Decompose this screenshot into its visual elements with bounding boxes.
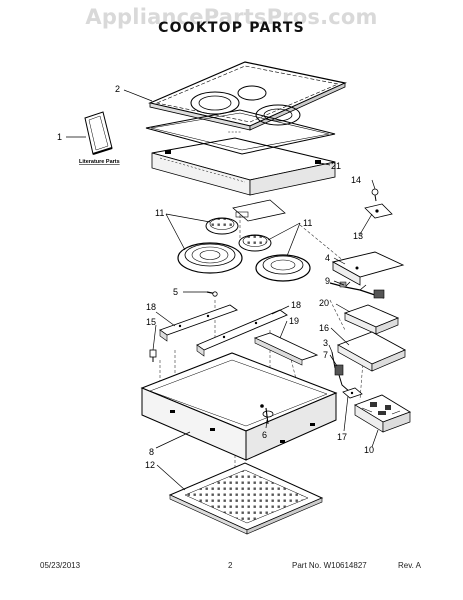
watermark: AppliancePartsPros.com	[85, 5, 378, 29]
callout-6: 6	[262, 430, 267, 440]
electronic-control-board	[353, 394, 412, 433]
screw	[371, 188, 379, 202]
callout-leaders	[66, 89, 379, 491]
terminal-block	[331, 351, 351, 393]
literature-parts-label: Literature Parts	[79, 159, 120, 165]
callout-20: 20	[319, 298, 329, 308]
callout-13: 13	[353, 231, 363, 241]
callout-9: 9	[325, 276, 330, 286]
footer-part-number: Part No. W10614827	[292, 561, 367, 570]
burner-box	[140, 352, 338, 461]
callout-16: 16	[319, 323, 329, 333]
svg-text:= = = =: = = = =	[228, 129, 241, 134]
callout-numbers: 1 2 21 14 13 11 11 4 9 5 20 18 18 15 19 …	[57, 84, 374, 470]
footer-page-number: 2	[228, 561, 233, 570]
callout-21: 21	[331, 161, 341, 171]
callout-17: 17	[337, 432, 347, 442]
radiant-burners	[177, 217, 311, 282]
burner-support-bracket	[232, 199, 286, 222]
terminal-bracket	[342, 387, 363, 399]
callout-12: 12	[145, 460, 155, 470]
callout-5: 5	[173, 287, 178, 297]
fastener-screw	[206, 291, 218, 297]
callout-4: 4	[325, 253, 330, 263]
page-title: COOKTOP PARTS	[158, 20, 305, 36]
callout-19: 19	[289, 316, 299, 326]
cooktop-frame	[151, 137, 336, 196]
grommet	[262, 407, 274, 425]
wire-harness	[329, 281, 385, 299]
leveling-screw	[149, 349, 157, 362]
callout-10: 10	[364, 445, 374, 455]
callout-7: 7	[323, 350, 328, 360]
callout-18-left: 18	[146, 302, 156, 312]
bottom-panel	[168, 462, 324, 535]
footer-revision: Rev. A	[398, 561, 421, 570]
callout-1: 1	[57, 132, 62, 142]
literature-parts: Literature Parts	[79, 111, 120, 165]
control-bracket	[331, 251, 405, 286]
support-rails	[159, 304, 288, 357]
callout-15: 15	[146, 317, 156, 327]
control-housing	[336, 304, 407, 372]
callout-18-right: 18	[291, 300, 301, 310]
callout-14: 14	[351, 175, 361, 185]
footer-date: 05/23/2013	[40, 561, 81, 570]
callout-2: 2	[115, 84, 120, 94]
mounting-clip	[364, 203, 393, 219]
callout-3: 3	[323, 338, 328, 348]
callout-8: 8	[149, 447, 154, 457]
callout-11-left: 11	[155, 208, 164, 218]
center-rail	[253, 332, 319, 366]
callout-11-right: 11	[303, 218, 312, 228]
